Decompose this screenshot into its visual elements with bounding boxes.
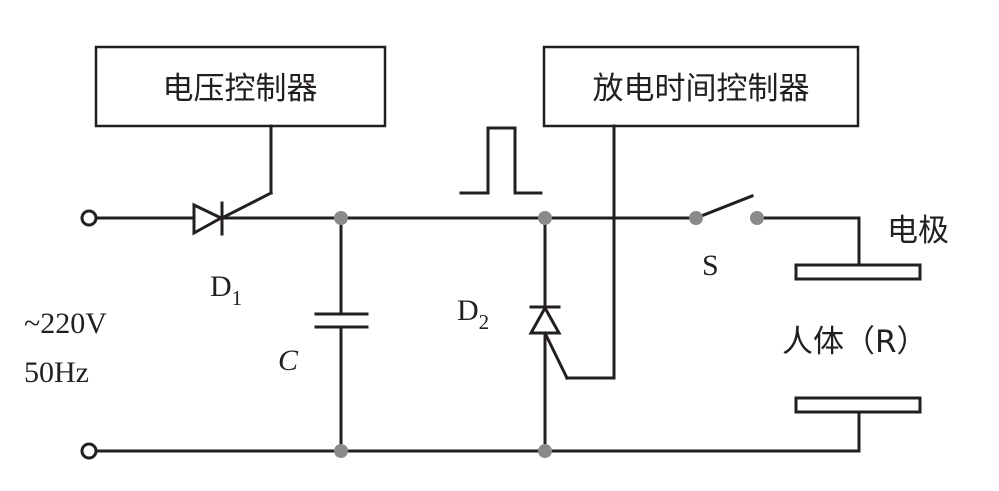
junction-dot [538, 444, 552, 458]
electrode-top-plate [794, 263, 922, 281]
junction-dot [334, 444, 348, 458]
switch-blade [694, 194, 754, 220]
diode-d2-symbol [528, 124, 616, 453]
supply-voltage-label: ~220V [24, 307, 107, 340]
switch-contact-dot [689, 211, 703, 225]
pulse-waveform [459, 126, 543, 195]
voltage-controller-box [94, 45, 387, 128]
diode-d2-label: D2 [457, 294, 489, 334]
body-resistance-label: 人体（R） [782, 324, 928, 360]
voltage-controller-label: 电压控制器 [163, 71, 318, 107]
diode-d1-label: D1 [210, 270, 242, 310]
junction-dot [538, 211, 552, 225]
junction-dot [334, 211, 348, 225]
capacitor-symbol [314, 216, 369, 453]
electrode-label: 电极 [887, 213, 949, 249]
switch-contact-dot [750, 211, 764, 225]
switch-label: S [702, 249, 719, 282]
discharge-timer-label: 放电时间控制器 [593, 71, 810, 107]
supply-frequency-label: 50Hz [24, 356, 89, 389]
capacitor-label: C [278, 344, 299, 377]
electrode-bottom-plate [794, 396, 922, 414]
discharge-timer-box [542, 45, 860, 128]
diode-d1-symbol [192, 124, 274, 236]
input-terminal-bottom [80, 442, 98, 460]
input-terminal-top [80, 209, 98, 227]
